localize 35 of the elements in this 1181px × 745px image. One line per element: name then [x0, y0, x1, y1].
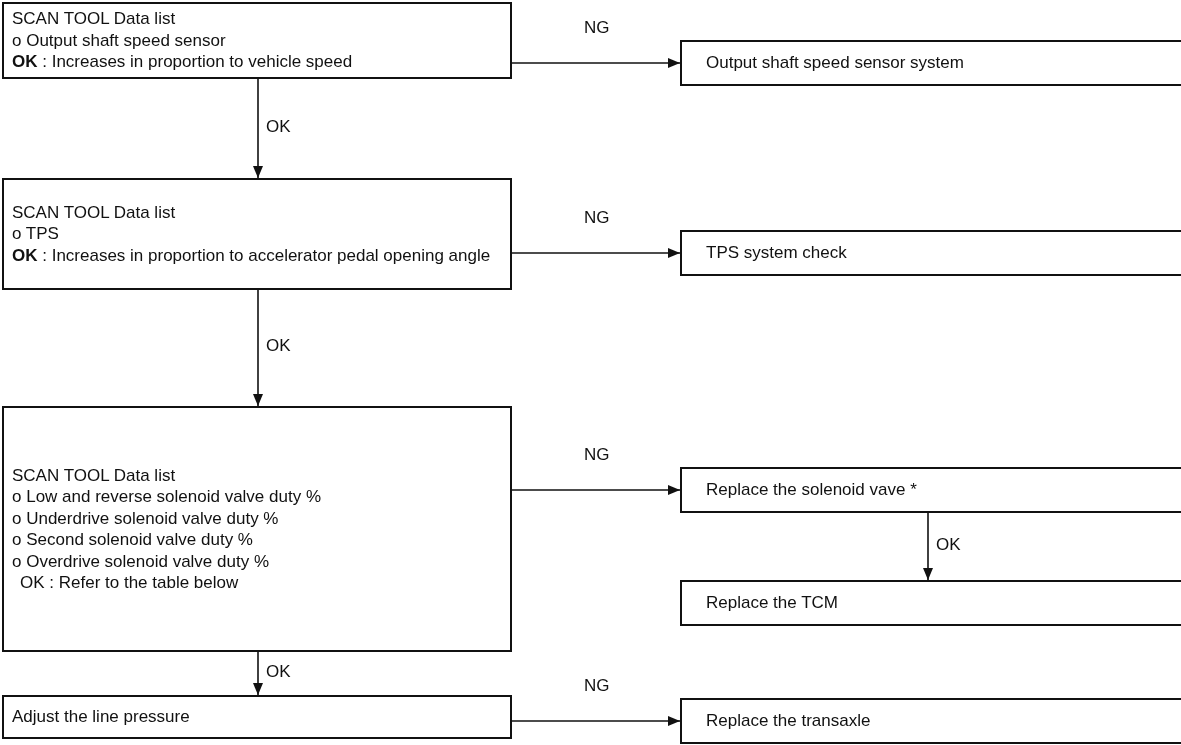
process-box: [680, 580, 1181, 626]
box-text: TPS system check: [706, 242, 848, 264]
arrow: [511, 485, 681, 495]
box-text: Replace the solenoid vave *: [706, 479, 918, 501]
process-box: [680, 467, 1181, 513]
box-text: o Overdrive solenoid valve duty %: [12, 550, 271, 572]
process-box: [2, 695, 512, 739]
arrow: [511, 716, 681, 726]
box-text: o Second solenoid valve duty %: [12, 529, 254, 551]
box-text: o TPS: [12, 223, 60, 245]
box-text: o Output shaft speed sensor: [12, 29, 227, 52]
box-text: OK : Increases in proportion to vehicle speed: [12, 51, 354, 73]
arrow: [253, 78, 263, 179]
arrow: [253, 289, 263, 407]
arrow: [253, 651, 263, 696]
arrow: [511, 58, 681, 68]
process-box: [680, 230, 1181, 276]
process-box: [680, 698, 1181, 744]
box-text: Replace the transaxle: [706, 710, 872, 732]
box-text: o Low and reverse solenoid valve duty %: [12, 486, 322, 508]
box-text: Output shaft speed sensor system: [706, 52, 965, 74]
box-text: SCAN TOOL Data list: [12, 464, 177, 486]
process-box: [680, 40, 1181, 86]
arrow: [511, 248, 681, 258]
process-box: [2, 406, 512, 652]
box-text: Replace the TCM: [706, 592, 839, 614]
box-text: OK : Refer to the table below: [20, 572, 240, 594]
arrow: [923, 512, 933, 581]
box-text: SCAN TOOL Data list: [12, 8, 177, 30]
box-text: o Underdrive solenoid valve duty %: [12, 507, 280, 529]
box-text: OK : Increases in proportion to accelerator pedal opening angle: [12, 244, 492, 267]
process-box: [2, 178, 512, 290]
box-text: Adjust the line pressure: [12, 706, 191, 728]
box-text: SCAN TOOL Data list: [12, 201, 177, 224]
process-box: [2, 2, 512, 79]
